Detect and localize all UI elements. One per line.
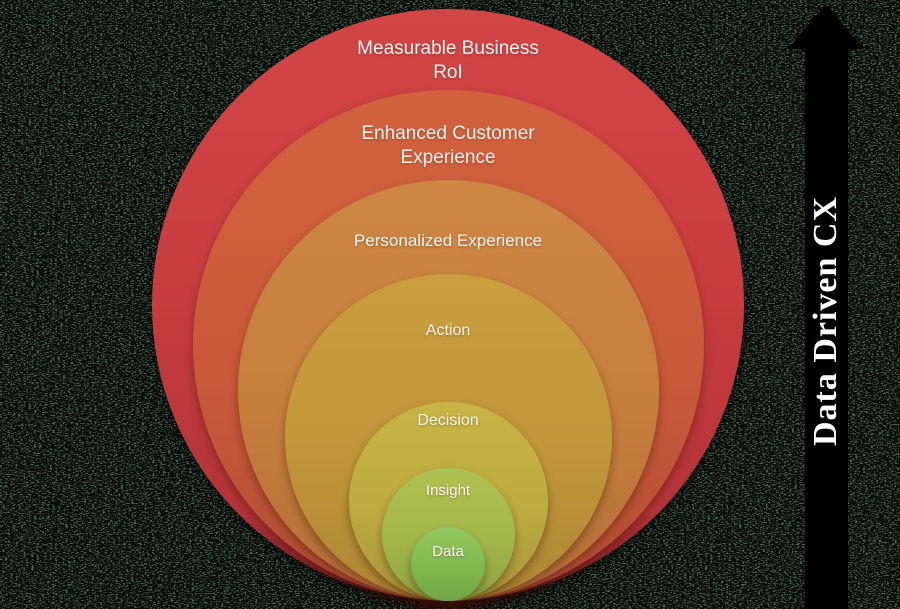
layer-label-insight: Insight: [425, 482, 471, 499]
circle-layer-data: [411, 527, 485, 601]
layer-label-personalized-experience: Personalized Experience: [353, 231, 543, 250]
layer-label-enhanced-customer-experience: Enhanced Customer Experience: [361, 123, 535, 168]
up-arrow-head-icon: [788, 4, 864, 49]
arrow-axis-label: Data Driven CX: [807, 195, 844, 447]
layer-label-decision: Decision: [417, 412, 479, 429]
up-arrow-shaft: [805, 48, 848, 609]
layer-label-measurable-business-roi: Measurable Business RoI: [357, 38, 539, 83]
layer-label-action: Action: [425, 322, 471, 339]
layer-label-data: Data: [432, 543, 464, 560]
